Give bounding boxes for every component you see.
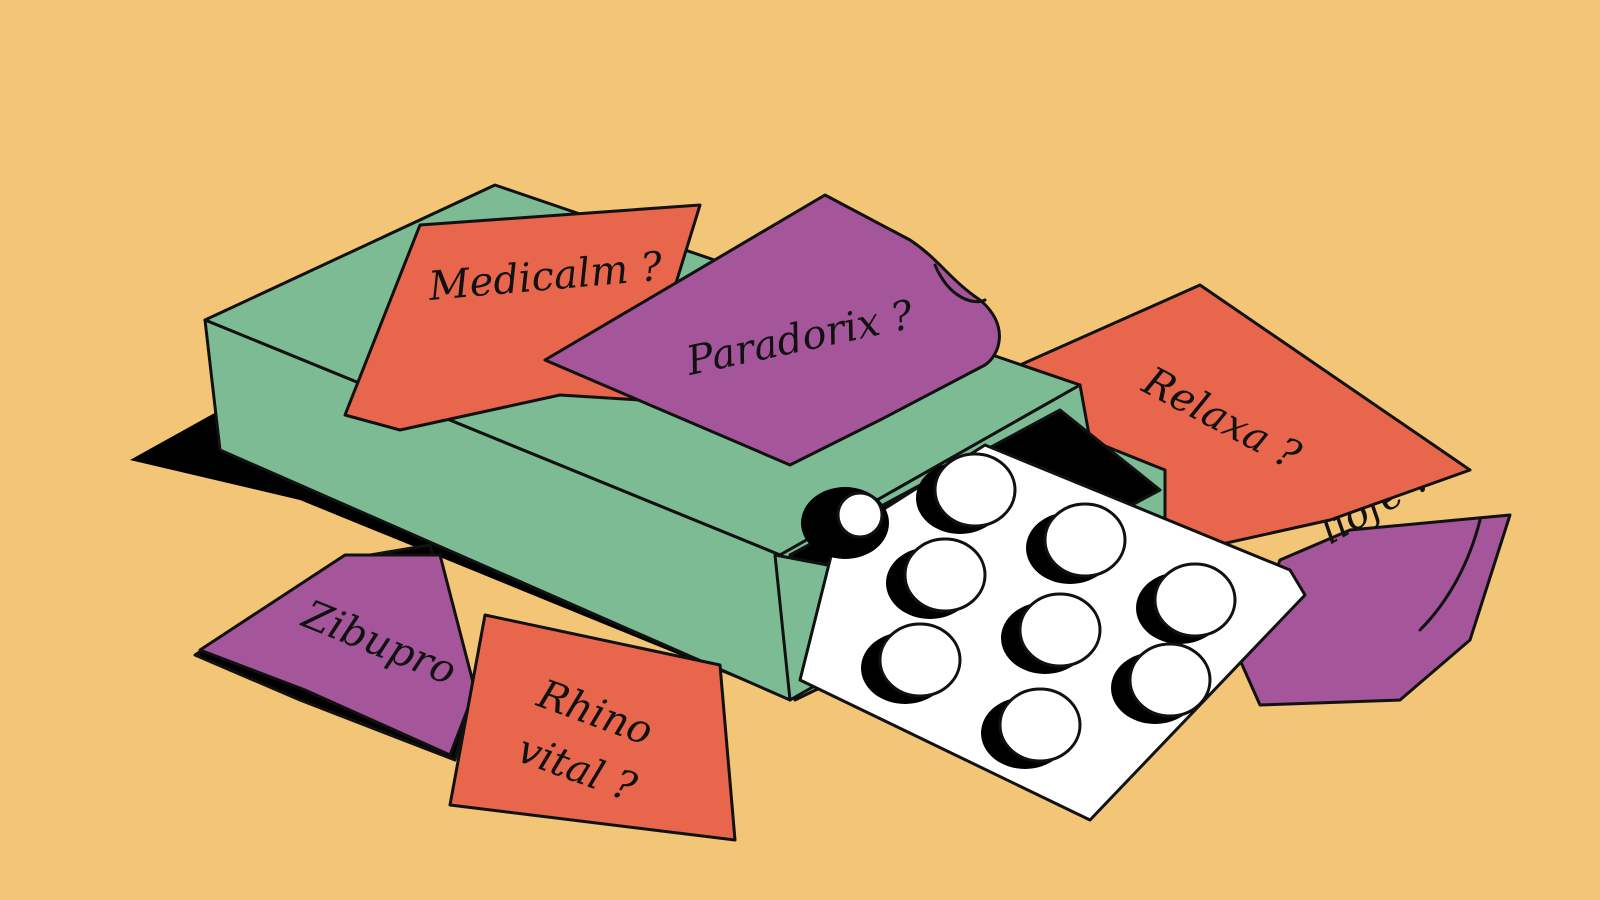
- pill-bubble: [1153, 562, 1237, 638]
- pill-bubble: [1043, 502, 1127, 578]
- note-rhinovital: Rhino vital ?: [448, 613, 737, 842]
- pill-bubble: [1018, 592, 1102, 668]
- pill-bubble: [933, 452, 1017, 528]
- note-paradorix: Paradorix ?: [543, 193, 1001, 467]
- pill-bubble: [998, 687, 1082, 763]
- note-zibupro: Zibupro: [193, 543, 477, 762]
- pill-bubble: [903, 537, 987, 613]
- pill-bubble: [878, 622, 962, 698]
- pill-bubble: [836, 491, 884, 539]
- pill-bubbles: [801, 452, 1237, 769]
- pill-bubble: [1128, 642, 1212, 718]
- blister-pack: [798, 443, 1307, 822]
